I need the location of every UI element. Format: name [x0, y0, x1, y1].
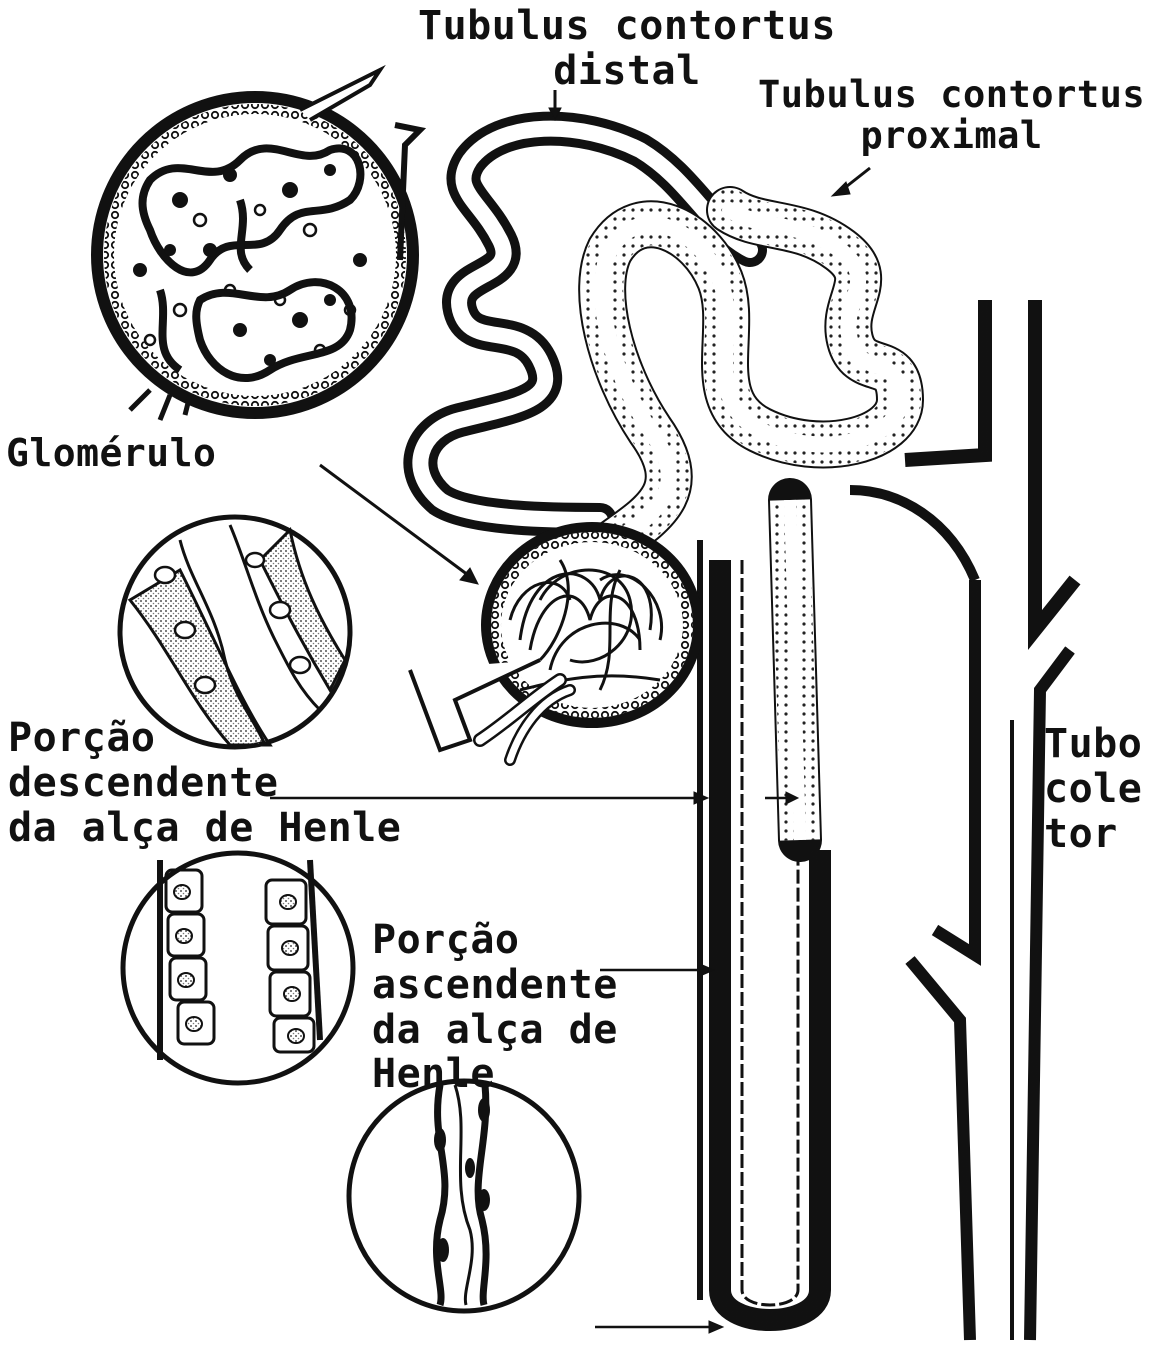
collecting-duct	[850, 300, 1075, 1340]
ascending-limb-magnified	[123, 853, 353, 1083]
label-proximal-line2: proximal	[758, 115, 1145, 156]
thin-limb-magnified	[349, 1081, 579, 1311]
label-collecting-line1: Tubo	[1044, 722, 1142, 767]
label-ascending-line1: Porção	[372, 918, 618, 963]
label-descending-limb: Porção descendente da alça de Henle	[8, 716, 401, 850]
label-glomerulus: Glomérulo	[6, 432, 216, 475]
label-ascending-line4: Henle	[372, 1052, 618, 1097]
label-proximal-line1: Tubulus contortus	[758, 74, 1145, 115]
descending-limb-magnified	[120, 517, 350, 747]
label-ascending-line2: ascendente	[372, 963, 618, 1008]
label-collecting-duct: Tubo cole tor	[1044, 722, 1142, 856]
label-ascending-line3: da alça de	[372, 1008, 618, 1053]
label-glomerulus-text: Glomérulo	[6, 432, 216, 475]
label-collecting-line2: cole	[1044, 767, 1142, 812]
label-descending-line3: da alça de Henle	[8, 806, 401, 851]
label-ascending-limb: Porção ascendente da alça de Henle	[372, 918, 618, 1097]
label-descending-line1: Porção	[8, 716, 401, 761]
label-descending-line2: descendente	[8, 761, 401, 806]
label-distal-line1: Tubulus contortus	[418, 4, 836, 49]
glomerulus-magnified	[97, 70, 420, 420]
loop-of-henle	[700, 500, 820, 1320]
label-collecting-line3: tor	[1044, 812, 1142, 857]
label-proximal-tubule: Tubulus contortus proximal	[758, 74, 1145, 157]
renal-corpuscle	[410, 527, 698, 760]
